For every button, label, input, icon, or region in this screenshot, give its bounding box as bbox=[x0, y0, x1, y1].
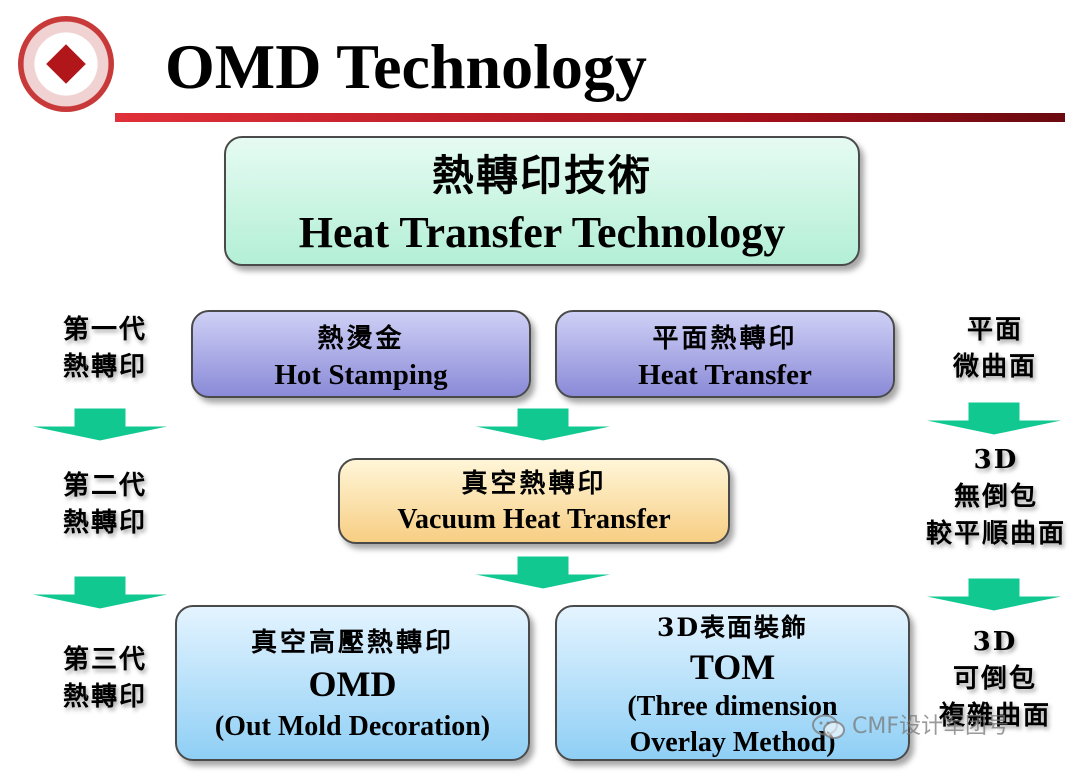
hot-stamping-box: 熱燙金 Hot Stamping bbox=[191, 310, 531, 398]
generation-3-text: 第三代 熱轉印 bbox=[62, 645, 147, 712]
top-box-zh: 熱轉印技術 bbox=[431, 151, 652, 200]
surface-label-3d-no-undercut: 3D 無倒包 較平順曲面 bbox=[912, 442, 1080, 553]
hot-stamping-zh: 熱燙金 bbox=[317, 324, 405, 354]
generation-2-label: 第二代 熱轉印 bbox=[50, 468, 160, 542]
heat-transfer-technology-box: 熱轉印技術 Heat Transfer Technology bbox=[224, 136, 860, 266]
down-arrow-icon bbox=[921, 402, 1067, 436]
surface-label-3d-undercut: 3D 可倒包 複雜曲面 bbox=[920, 624, 1070, 735]
tom-box: 3D表面裝飾 TOM (Three dimension Overlay Meth… bbox=[555, 605, 910, 761]
title-underline bbox=[115, 113, 1065, 122]
vacuum-en: Vacuum Heat Transfer bbox=[397, 504, 671, 535]
down-arrow-icon bbox=[470, 556, 616, 590]
generation-1-label: 第一代 熱轉印 bbox=[50, 312, 160, 386]
generation-2-text: 第二代 熱轉印 bbox=[62, 471, 147, 538]
wechat-icon bbox=[812, 714, 845, 739]
down-arrow-icon bbox=[470, 408, 616, 442]
surface-label-3d-no-undercut-text: 3D 無倒包 較平順曲面 bbox=[925, 445, 1066, 549]
surface-label-flat: 平面 微曲面 bbox=[930, 312, 1060, 386]
omd-zh: 真空高壓熱轉印 bbox=[250, 628, 454, 658]
slide-title: OMD Technology bbox=[165, 31, 647, 102]
omd-abbr: OMD bbox=[308, 664, 397, 704]
tom-full-line2: Overlay Method) bbox=[629, 727, 836, 758]
logo-icon bbox=[18, 16, 114, 112]
surface-label-flat-text: 平面 微曲面 bbox=[952, 315, 1037, 382]
heat-transfer-zh: 平面熱轉印 bbox=[652, 324, 798, 354]
hot-stamping-en: Hot Stamping bbox=[274, 359, 448, 391]
omd-box: 真空高壓熱轉印 OMD (Out Mold Decoration) bbox=[175, 605, 530, 761]
tom-full-line1: (Three dimension bbox=[627, 691, 838, 722]
watermark-text: CMF设计军团号 bbox=[852, 714, 1009, 739]
down-arrow-icon bbox=[27, 408, 173, 442]
down-arrow-icon bbox=[27, 576, 173, 610]
surface-label-3d-undercut-text: 3D 可倒包 複雜曲面 bbox=[938, 627, 1051, 731]
vacuum-heat-transfer-box: 真空熱轉印 Vacuum Heat Transfer bbox=[338, 458, 730, 544]
tom-zh: 3D表面裝飾 bbox=[656, 613, 809, 642]
tom-abbr: TOM bbox=[689, 647, 776, 687]
top-box-en: Heat Transfer Technology bbox=[298, 208, 786, 257]
diamond-icon bbox=[46, 44, 86, 84]
watermark: CMF设计军团号 bbox=[812, 712, 1009, 742]
vacuum-zh: 真空熱轉印 bbox=[461, 469, 607, 499]
down-arrow-icon bbox=[921, 578, 1067, 612]
heat-transfer-box: 平面熱轉印 Heat Transfer bbox=[555, 310, 895, 398]
generation-3-label: 第三代 熱轉印 bbox=[50, 642, 160, 716]
omd-full: (Out Mold Decoration) bbox=[214, 711, 491, 742]
generation-1-text: 第一代 熱轉印 bbox=[62, 315, 147, 382]
heat-transfer-en: Heat Transfer bbox=[638, 359, 812, 391]
